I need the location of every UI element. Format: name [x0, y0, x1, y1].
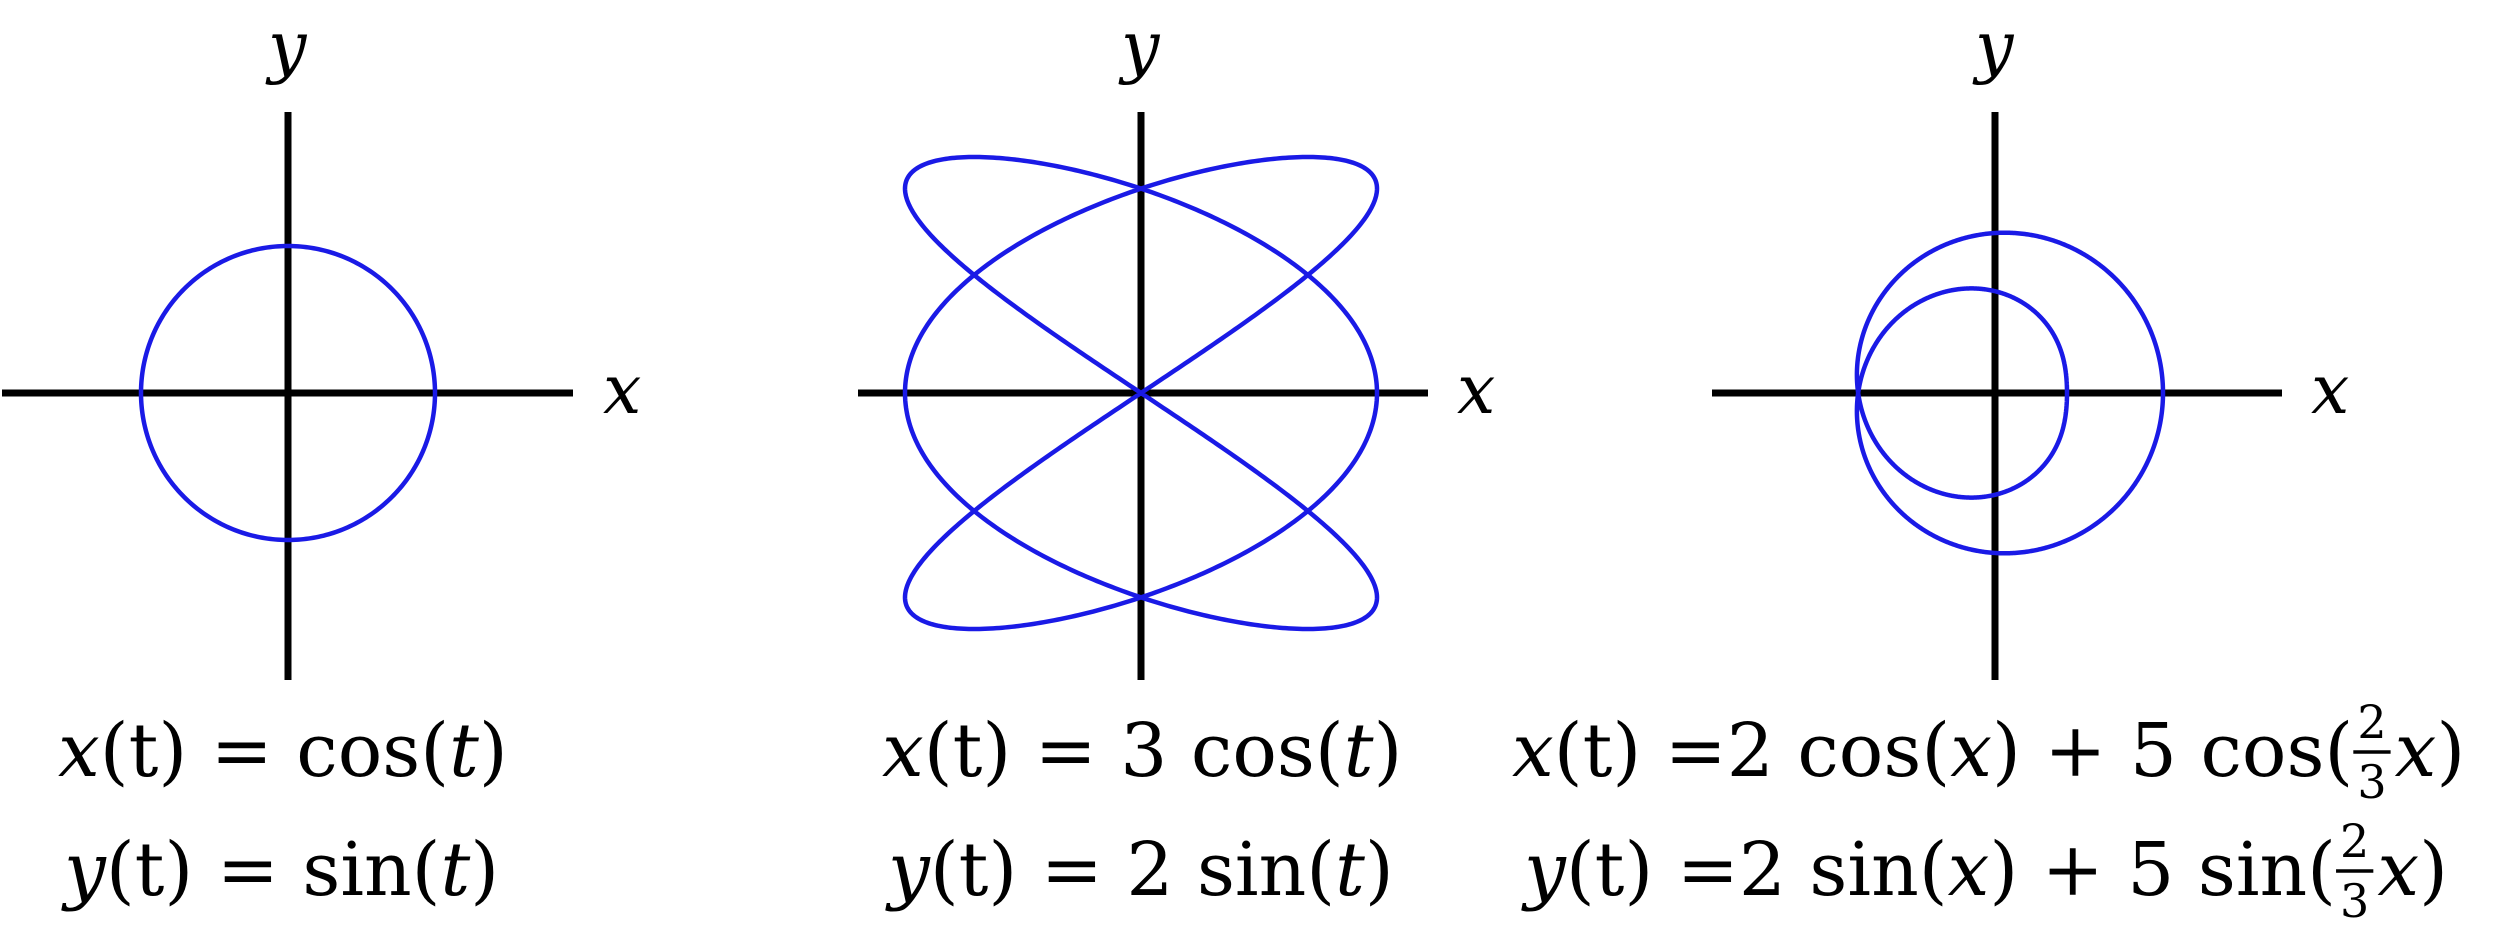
svg-text:2: 2: [2357, 695, 2386, 749]
circle-curve: [138, 243, 438, 543]
svg-text:x: x: [2377, 827, 2419, 913]
x-axis-label: x: [1457, 351, 1495, 430]
svg-text:): ): [2436, 708, 2465, 794]
svg-text:y: y: [1521, 827, 1567, 913]
svg-text:) + 5 sin(: ) + 5 sin(: [1989, 827, 2336, 913]
svg-text:x: x: [1950, 708, 1992, 794]
svg-text:x: x: [2395, 708, 2437, 794]
svg-text:2 cos(: 2 cos(: [1727, 708, 1950, 794]
svg-text:(t) =: (t) =: [1554, 708, 1727, 794]
y-axis-label: y: [1118, 8, 1161, 87]
panel-circle: x y x(t) = cos(t) y(t) = sin(t): [2, 8, 641, 913]
panel-lissajous: x y x(t) = 3 cos(t) y(t) = 2 sin(t): [858, 8, 1495, 913]
svg-text:3: 3: [2340, 874, 2369, 928]
equation-y: y(t) = sin(t): [61, 827, 499, 913]
lissajous-curve: [902, 154, 1380, 632]
svg-text:(t) =: (t) =: [1566, 827, 1739, 913]
svg-text:): ): [2419, 827, 2448, 913]
y-axis-label: y: [1972, 8, 2015, 87]
epitrochoid-curve: [1854, 230, 2166, 556]
svg-text:3: 3: [2357, 755, 2386, 809]
svg-text:x: x: [1948, 827, 1990, 913]
svg-text:2: 2: [2340, 814, 2369, 868]
y-axis-label: y: [265, 8, 308, 87]
svg-text:) + 5 cos(: ) + 5 cos(: [1992, 708, 2353, 794]
x-axis-label: x: [2311, 351, 2349, 430]
svg-text:2 sin(: 2 sin(: [1739, 827, 1948, 913]
equation-x: x(t) = 3 cos(t): [882, 708, 1402, 794]
x-axis-label: x: [603, 351, 641, 430]
equation-y: y(t) = 2 sin(t): [885, 827, 1394, 913]
svg-text:x: x: [1512, 708, 1554, 794]
equation-x: x(t) = cos(t): [58, 708, 508, 794]
